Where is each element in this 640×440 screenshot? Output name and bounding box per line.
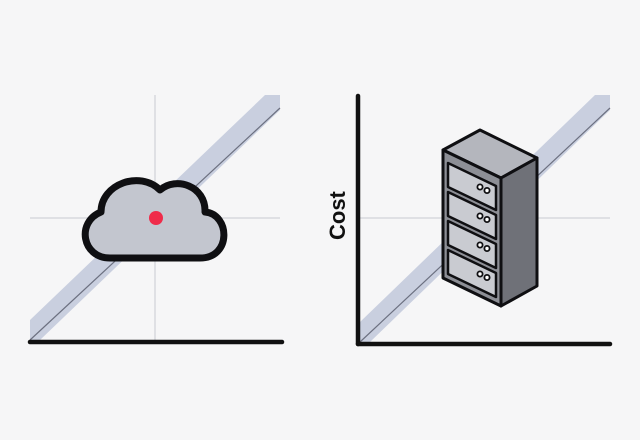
server-rack-icon (441, 128, 539, 308)
y-axis-label: Cost (325, 191, 350, 240)
left-panel (27, 95, 285, 345)
marker-dot (149, 211, 163, 225)
right-panel (355, 93, 613, 347)
